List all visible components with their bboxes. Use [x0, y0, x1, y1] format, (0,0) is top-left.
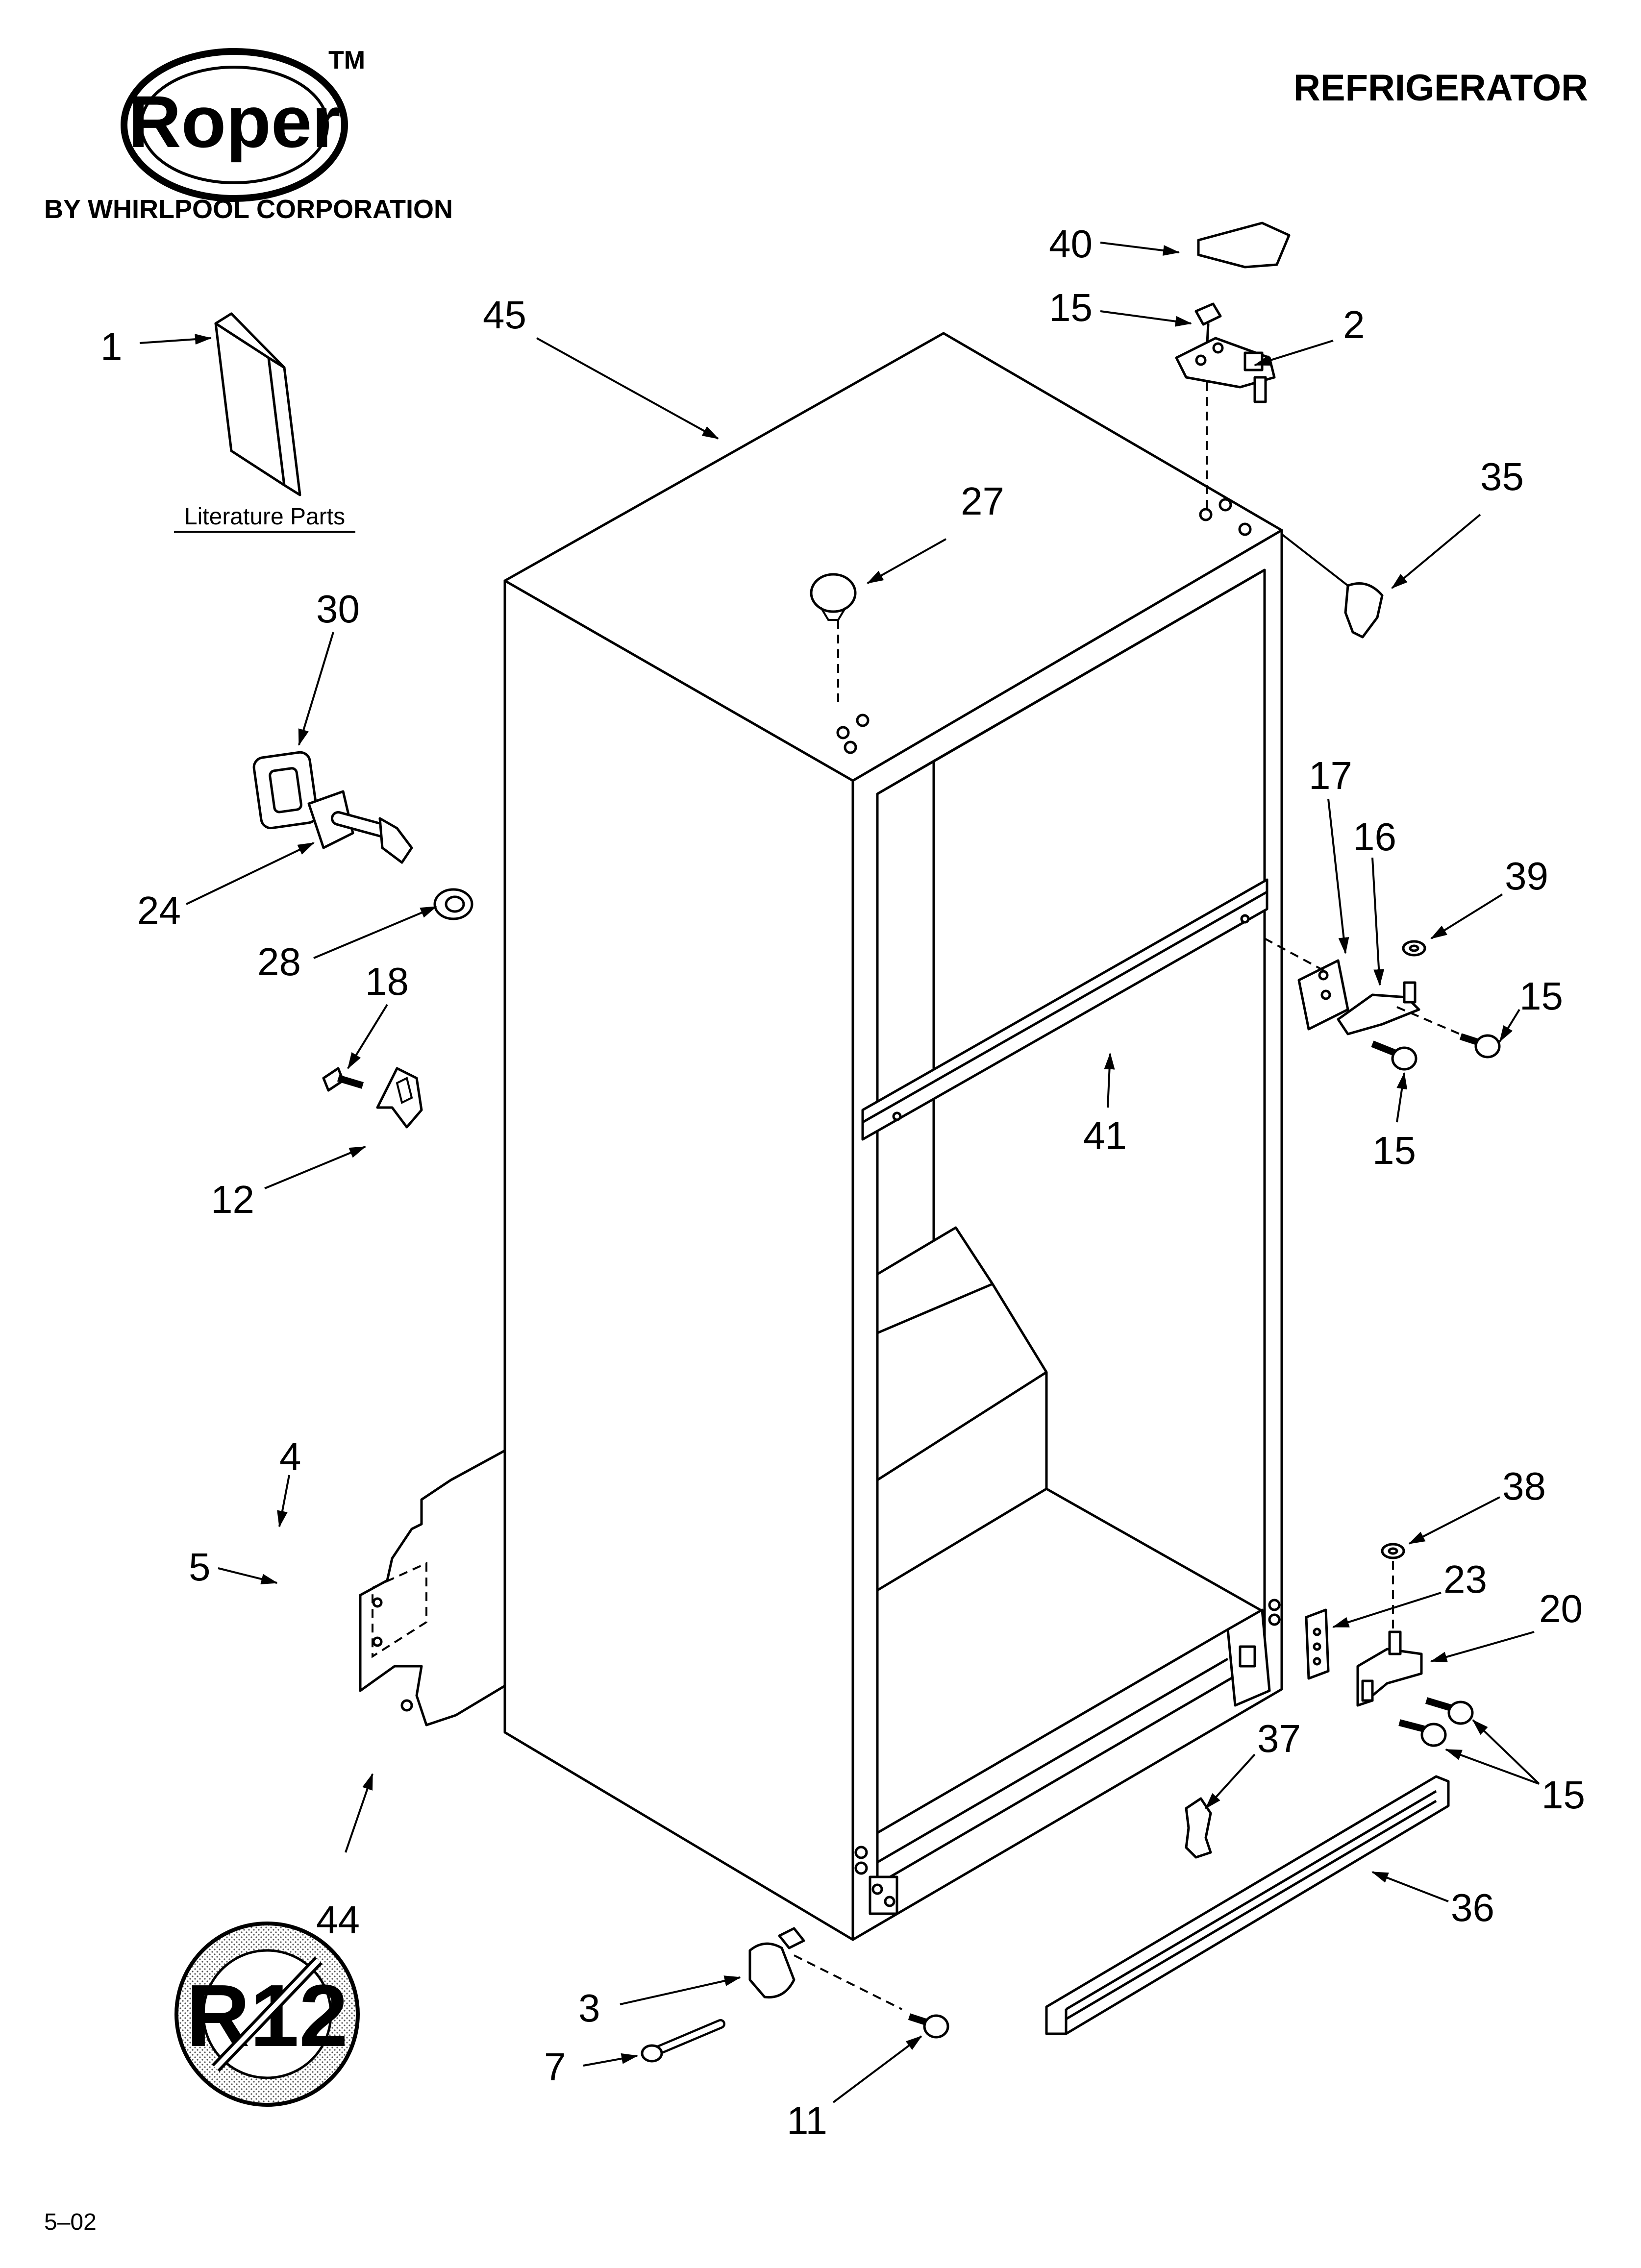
leader-lines — [139, 242, 1540, 2103]
side-panel — [359, 1449, 506, 1726]
toe-grille — [1045, 1775, 1450, 2035]
callout-45: 45 — [483, 293, 526, 337]
hinge-cover-35 — [1344, 582, 1384, 639]
callout-35: 35 — [1480, 455, 1524, 498]
brand-subtitle: BY WHIRLPOOL CORPORATION — [44, 195, 453, 224]
callout-16: 16 — [1353, 815, 1396, 859]
clip-assembly — [322, 1067, 423, 1129]
callout-3: 3 — [578, 1986, 600, 2030]
callout-30: 30 — [316, 587, 360, 631]
callout-38: 38 — [1502, 1464, 1546, 1508]
callout-2: 2 — [1343, 303, 1365, 346]
door-stop-assembly — [252, 751, 473, 920]
callout-15-middle-right: 15 — [1519, 974, 1563, 1018]
literature-parts-label: Literature Parts — [184, 504, 345, 530]
page-title: REFRIGERATOR — [1293, 67, 1588, 109]
callout-23: 23 — [1443, 1557, 1487, 1601]
callout-39: 39 — [1505, 854, 1548, 898]
no-r12-symbol: R12 — [174, 1922, 360, 2107]
callout-12: 12 — [211, 1178, 254, 1221]
grille-clip — [1185, 1797, 1212, 1859]
middle-hinge-assembly — [1264, 937, 1501, 1071]
callout-1: 1 — [100, 325, 123, 369]
trademark-mark: TM — [328, 46, 365, 74]
callout-27: 27 — [961, 479, 1004, 523]
top-plug — [810, 573, 857, 706]
callout-37: 37 — [1257, 1717, 1301, 1760]
callout-17: 17 — [1309, 754, 1352, 797]
callout-24: 24 — [137, 888, 181, 932]
top-hinge-assembly — [1175, 222, 1384, 639]
callout-41: 41 — [1083, 1114, 1127, 1158]
callout-20: 20 — [1539, 1587, 1583, 1630]
callout-7: 7 — [544, 2045, 566, 2089]
brand-name: Roper — [128, 80, 340, 163]
callout-15-middle-low: 15 — [1372, 1129, 1416, 1172]
callout-44: 44 — [316, 1898, 360, 1942]
callout-40: 40 — [1049, 222, 1093, 266]
callout-5: 5 — [189, 1545, 211, 1589]
roper-logo: Roper TM BY WHIRLPOOL CORPORATION — [44, 46, 453, 224]
cabinet-body — [503, 332, 1283, 1941]
footer-date-code: 5–02 — [44, 2209, 97, 2235]
callout-15-bottom: 15 — [1542, 1773, 1585, 1817]
callout-4: 4 — [279, 1435, 301, 1479]
divider-rail — [861, 878, 1268, 1141]
callout-18: 18 — [365, 960, 409, 1003]
leveling-assembly — [641, 1927, 949, 2063]
bottom-hinge-assembly — [1226, 1543, 1474, 1747]
callout-28: 28 — [257, 940, 301, 984]
callout-labels: 40 15 2 45 1 27 35 30 17 16 39 24 15 28 … — [100, 222, 1585, 2143]
logo-inner-oval — [140, 66, 329, 184]
callout-15-top: 15 — [1049, 286, 1093, 329]
callout-11: 11 — [787, 2099, 827, 2143]
literature-part: Literature Parts — [174, 312, 355, 533]
callout-36: 36 — [1451, 1886, 1494, 1929]
logo-oval — [121, 48, 348, 202]
